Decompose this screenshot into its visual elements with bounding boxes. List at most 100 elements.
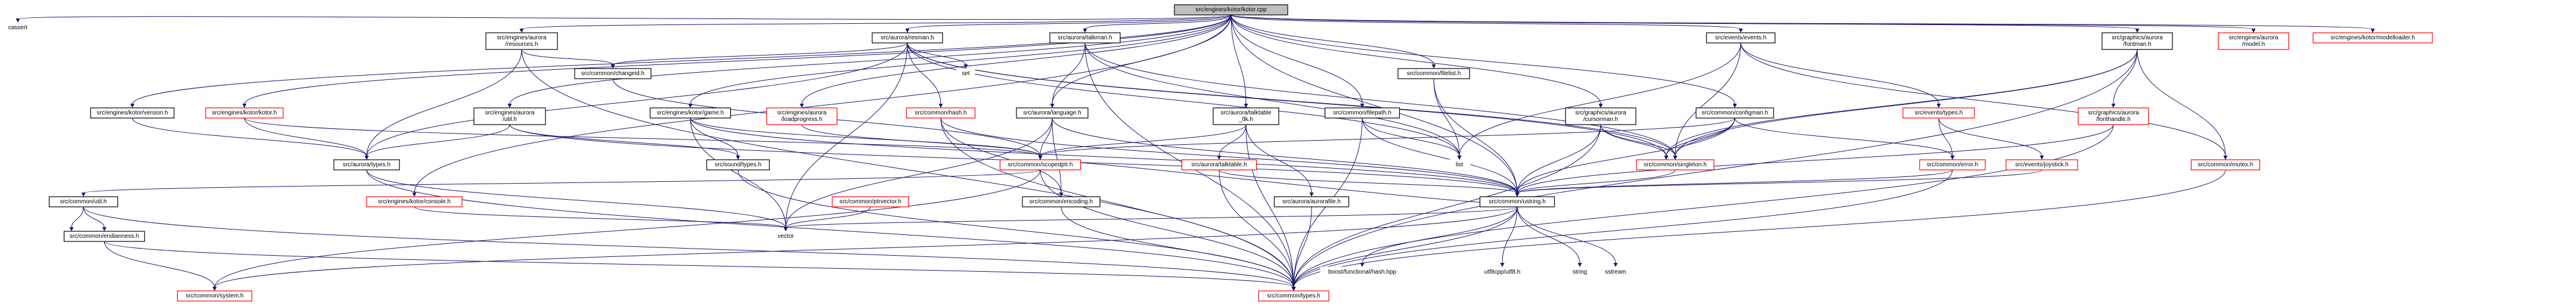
node-label: src/graphics/aurora	[2088, 110, 2139, 116]
node-common-scopedptr-h[interactable]: src/common/scopedptr.h	[999, 159, 1081, 170]
node-label: src/engines/aurora	[485, 110, 535, 116]
include-edge-aurora_talktable_tlk_h-to-aurora_aurorafile_h	[1245, 124, 1312, 194]
include-edge-events_events_h-to-common_mutex_h	[1740, 42, 2226, 157]
node-events-types-h[interactable]: src/events/types.h	[1902, 107, 1975, 119]
node-aurora-aurorafile-h[interactable]: src/aurora/aurorafile.h	[1273, 196, 1350, 207]
node-common-ustring-h[interactable]: src/common/ustring.h	[1479, 196, 1555, 207]
edge-arrowhead	[2111, 104, 2116, 108]
node-box	[2078, 107, 2149, 125]
node-label: src/common/ustring.h	[1489, 199, 1546, 205]
node-aurora-talktable-h[interactable]: src/aurora/talktable.h	[1181, 159, 1257, 170]
edge-arrowhead	[2370, 29, 2375, 33]
node-graphics-cursorman-h[interactable]: src/graphics/aurora/cursorman.h	[1565, 107, 1636, 125]
edge-arrowhead	[1457, 156, 1462, 160]
include-edge-common_configman_h-to-common_scopedptr_h	[1040, 117, 1735, 157]
node-common-encoding-h[interactable]: src/common/encoding.h	[1022, 196, 1101, 207]
node-label: src/aurora/talktable.h	[1191, 162, 1247, 168]
node-events-joystick-h[interactable]: src/events/joystick.h	[2005, 159, 2078, 170]
include-edge-aurora_talktable_tlk_h-to-common_scopedptr_h	[1040, 124, 1247, 157]
node-box	[1599, 266, 1632, 278]
node-aurora-loadprogress-h[interactable]: src/engines/aurora/loadprogress.h	[766, 107, 838, 125]
node-aurora-language-h[interactable]: src/aurora/language.h	[1016, 107, 1089, 119]
include-edge-common_ustring_h-to-sstream	[1517, 206, 1616, 264]
edge-arrowhead	[1577, 263, 1582, 267]
include-edge-kotor_cpp-to-aurora_language_h	[1052, 14, 1232, 105]
node-box	[906, 107, 976, 119]
node-common-util-h[interactable]: src/common/util.h	[48, 196, 119, 207]
node-box	[1174, 4, 1288, 15]
node-aurora-resman-h[interactable]: src/aurora/resman.h	[872, 32, 943, 44]
node-string: string	[1567, 266, 1593, 278]
node-label: src/common/ptrvector.h	[839, 199, 901, 205]
include-edge-aurora_loadprogress_h-to-common_scopedptr_h	[801, 124, 1041, 157]
node-common-singleton-h[interactable]: src/common/singleton.h	[1636, 159, 1715, 170]
edge-arrowhead	[905, 29, 910, 33]
node-aurora-types-h[interactable]: src/aurora/types.h	[333, 159, 400, 170]
node-kotor-kotor-h[interactable]: src/engines/kotor/kotor.h	[205, 107, 284, 119]
edge-arrowhead	[16, 18, 20, 23]
node-graphics-fonthandle-h[interactable]: src/graphics/aurora/fonthandle.h	[2078, 107, 2149, 125]
node-label: src/sound/types.h	[715, 162, 761, 168]
node-common-hash-h[interactable]: src/common/hash.h	[906, 107, 976, 119]
node-box	[1258, 290, 1329, 302]
node-common-error-h[interactable]: src/common/error.h	[1919, 159, 1986, 170]
edge-arrowhead	[799, 104, 804, 108]
node-box	[1565, 107, 1636, 125]
node-sound-types-h[interactable]: src/sound/types.h	[706, 159, 770, 170]
include-edge-kotor_cpp-to-common_filepath_h	[1230, 14, 1363, 105]
node-label: src/engines/aurora	[2229, 35, 2279, 41]
node-label: utf8cpp/utf8.h	[1484, 269, 1521, 275]
node-events-events-h[interactable]: src/events/events.h	[1706, 32, 1776, 44]
node-kotor-game-h[interactable]: src/engines/kotor/game.h	[649, 107, 731, 119]
node-label: src/common/filepath.h	[1333, 110, 1391, 116]
include-edge-common_endianness_h-to-common_types_h	[104, 241, 1294, 288]
include-edge-kotor_cpp-to-cassert	[17, 14, 1232, 20]
node-box	[1448, 159, 1471, 170]
node-common-filepath-h[interactable]: src/common/filepath.h	[1324, 107, 1400, 119]
node-box	[1695, 107, 1774, 119]
node-common-system-h[interactable]: src/common/system.h	[176, 290, 253, 302]
node-box	[90, 107, 175, 119]
include-edge-aurora_resources_h-to-aurora_types_h	[366, 49, 522, 157]
node-aurora-talkman-h[interactable]: src/aurora/talkman.h	[1049, 32, 1121, 44]
node-box	[333, 159, 400, 170]
node-common-configman-h[interactable]: src/common/configman.h	[1695, 107, 1774, 119]
node-graphics-fontman-h[interactable]: src/graphics/aurora/fontman.h	[2101, 32, 2173, 50]
node-common-endianness-h[interactable]: src/common/endianness.h	[63, 231, 145, 242]
include-edge-kotor_cpp-to-aurora_resman_h	[907, 14, 1232, 30]
node-box	[1016, 107, 1089, 119]
include-edge-kotor_game_h-to-vector	[690, 117, 786, 228]
include-edge-aurora_resman_h-to-vector	[785, 42, 908, 228]
graph-edges	[16, 14, 2375, 291]
node-aurora-util-h[interactable]: src/engines/aurora/util.h	[473, 107, 546, 125]
node-label: src/events/types.h	[1915, 110, 1963, 116]
include-edge-kotor_cpp-to-aurora_talkman_h	[1084, 14, 1232, 30]
node-kotor-version-h[interactable]: src/engines/kotor/version.h	[90, 107, 175, 119]
include-edge-aurora_talktable_h-to-common_ustring_h	[1219, 169, 1518, 194]
edge-arrowhead	[1309, 193, 1314, 197]
node-common-changeid-h[interactable]: src/common/changeid.h	[574, 68, 652, 79]
node-box	[473, 107, 546, 125]
node-label: _tlk.h	[1238, 116, 1253, 123]
node-kotor-console-h[interactable]: src/engines/kotor/console.h	[366, 196, 463, 207]
node-label: src/aurora/language.h	[1023, 110, 1081, 116]
node-kotor-modelloader-h[interactable]: src/engines/kotor/modelloader.h	[2312, 32, 2433, 44]
node-kotor-cpp[interactable]: src/engines/kotor/kotor.cpp	[1174, 4, 1288, 15]
node-label: src/common/types.h	[1267, 293, 1320, 299]
node-aurora-resources-h[interactable]: src/engines/aurora/resources.h	[485, 32, 558, 50]
node-common-filelist-h[interactable]: src/common/filelist.h	[1397, 68, 1470, 79]
node-aurora-model-h[interactable]: src/engines/aurora/model.h	[2218, 32, 2289, 50]
include-edge-kotor_cpp-to-kotor_modelloader_h	[1230, 14, 2373, 30]
include-edge-kotor_cpp-to-common_ustring_h	[1230, 14, 1518, 194]
node-common-types-h[interactable]: src/common/types.h	[1258, 290, 1329, 302]
node-common-ptrvector-h[interactable]: src/common/ptrvector.h	[832, 196, 909, 207]
include-edge-common_mutex_h-to-common_types_h	[1293, 169, 2226, 288]
node-aurora-talktable-tlk-h[interactable]: src/aurora/talktable_tlk.h	[1213, 107, 1279, 125]
node-common-mutex-h[interactable]: src/common/mutex.h	[2190, 159, 2261, 170]
node-box	[48, 196, 119, 207]
node-box	[999, 159, 1081, 170]
node-label: src/aurora/talkman.h	[1058, 35, 1112, 41]
include-edge-common_ustring_h-to-common_system_h	[214, 206, 1518, 288]
include-edge-common_hash_h-to-common_encoding_h	[940, 117, 1062, 194]
